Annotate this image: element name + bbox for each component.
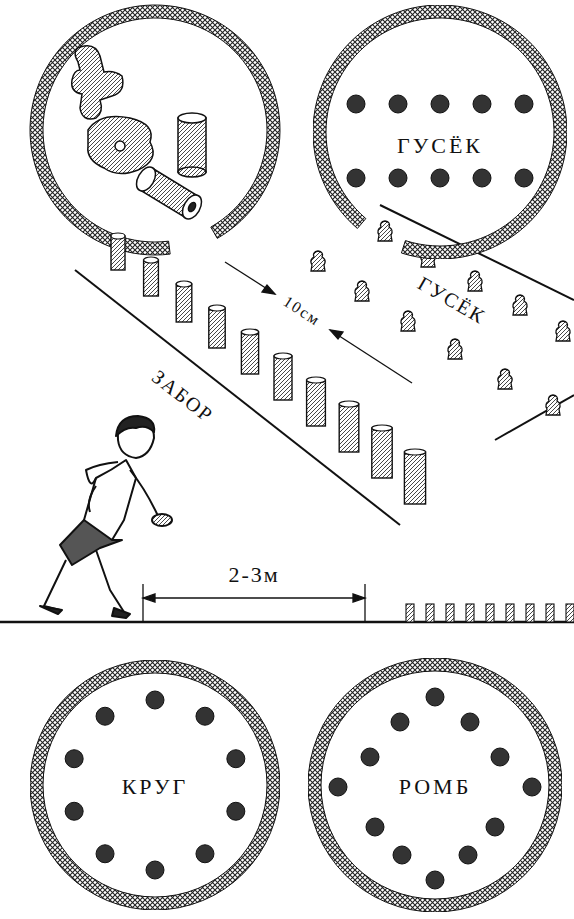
gusyok-pin <box>556 321 570 341</box>
ground-pin <box>546 604 554 622</box>
pin-dot <box>473 169 491 187</box>
gusyok-pin <box>401 311 415 331</box>
pin-dot <box>227 750 245 768</box>
ground-pin <box>566 604 574 622</box>
pin-dot <box>393 846 411 864</box>
circle-label: ГУСЁК <box>397 133 483 159</box>
pin-dot <box>461 713 479 731</box>
dimension-distance <box>143 584 365 622</box>
pin-dot <box>196 845 214 863</box>
fence-pin <box>339 401 359 452</box>
pin-dot <box>146 861 164 879</box>
pin-dot <box>426 688 444 706</box>
circle-outline <box>313 5 567 259</box>
bats-and-stones <box>72 46 206 223</box>
gusyok-pin <box>448 339 462 359</box>
ring <box>30 660 280 910</box>
pin-dot <box>426 871 444 889</box>
fence-pin <box>144 257 159 296</box>
pin-dot <box>459 846 477 864</box>
fence-pin <box>241 329 258 374</box>
dimension-label: 10см <box>277 291 326 331</box>
pin-dot <box>523 778 541 796</box>
boy-figure <box>40 416 172 618</box>
fence-pins <box>111 233 426 504</box>
pin-dot <box>515 169 533 187</box>
gusyok-pin <box>355 281 369 301</box>
gusyok-pin <box>546 395 560 415</box>
play-circle: ГУСЁК <box>313 5 567 259</box>
pin-dot <box>146 691 164 709</box>
ground-pin <box>446 604 454 622</box>
ring <box>308 658 562 912</box>
fence-pin <box>209 305 225 348</box>
ground-pin <box>526 604 534 622</box>
fence-pin <box>404 449 425 504</box>
fence-pin <box>274 353 292 400</box>
pin-dot <box>347 95 365 113</box>
pin-dot <box>491 748 509 766</box>
play-circle: КРУГ <box>30 660 280 910</box>
fence-label: ЗАБОР <box>146 364 221 429</box>
ground-pin <box>406 604 414 622</box>
fence-pin <box>111 233 125 270</box>
fence-pin <box>176 281 192 322</box>
circle-label: КРУГ <box>122 774 189 800</box>
pin-dot <box>361 748 379 766</box>
fence-pin <box>307 377 326 426</box>
dimension-10cm <box>225 262 412 383</box>
pin-dot <box>389 169 407 187</box>
pin-dot <box>96 707 114 725</box>
ground-pins <box>406 604 574 622</box>
pin-dot <box>515 95 533 113</box>
pin-dot <box>196 707 214 725</box>
gusyok-pin <box>378 221 392 241</box>
pin-dot <box>65 802 83 820</box>
ground-pin <box>506 604 514 622</box>
pin-dot <box>431 169 449 187</box>
gusyok-pin <box>498 369 512 389</box>
play-circle <box>30 5 280 255</box>
pin-dot <box>65 750 83 768</box>
ring <box>30 5 280 255</box>
ground-pin <box>486 604 494 622</box>
pin-dot <box>366 818 384 836</box>
pin-dot <box>227 802 245 820</box>
pin-dot <box>473 95 491 113</box>
circle-label: РОМБ <box>399 774 472 800</box>
play-circle: РОМБ <box>308 658 562 912</box>
pin-dot <box>329 778 347 796</box>
pin-dot <box>347 169 365 187</box>
gusyok-pin <box>468 271 482 291</box>
ground-pin <box>426 604 434 622</box>
gusyok-pin <box>513 295 527 315</box>
pin-dot <box>391 713 409 731</box>
pin-dot <box>486 818 504 836</box>
fence-pin <box>372 425 392 478</box>
pin-dot <box>431 95 449 113</box>
pin-dot <box>389 95 407 113</box>
boundary-line <box>495 395 574 440</box>
ring <box>313 5 567 259</box>
gusyok-pin <box>311 251 325 271</box>
dimension-label: 2-3м <box>225 563 282 587</box>
ground-pin <box>466 604 474 622</box>
pin-dot <box>96 845 114 863</box>
